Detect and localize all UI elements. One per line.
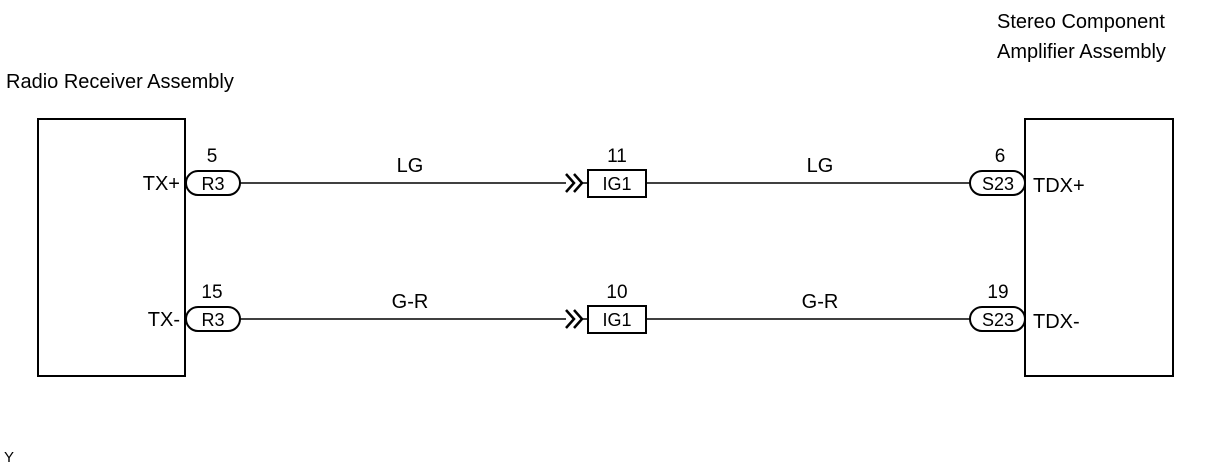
- wire-color-left: LG: [397, 155, 424, 177]
- junction-connector-label: IG1: [602, 174, 631, 194]
- right-component-title-line1: Stereo Component: [997, 11, 1165, 33]
- left-pin-number: 15: [201, 282, 222, 303]
- left-terminal-label: TX-: [148, 309, 180, 331]
- right-connector-shape: [969, 306, 1026, 332]
- left-terminal-label: TX+: [143, 173, 180, 195]
- inline-connector-chevron-icon: [565, 173, 584, 193]
- wire-row-1: TX+ 5 R3 LG 11 IG1 LG 6 S23 TDX+: [143, 146, 1085, 198]
- left-pin-number: 5: [207, 146, 218, 167]
- right-terminal-label: TDX-: [1033, 311, 1080, 333]
- right-component-title-line2: Amplifier Assembly: [997, 41, 1166, 63]
- wire-row-2: TX- 15 R3 G-R 10 IG1 G-R 19 S23 TDX-: [148, 282, 1080, 334]
- junction-connector-label: IG1: [602, 310, 631, 330]
- wire-color-right: LG: [807, 155, 834, 177]
- left-component-title: Radio Receiver Assembly: [6, 71, 234, 93]
- wire-color-left: G-R: [392, 291, 429, 313]
- right-pin-number: 6: [995, 146, 1006, 167]
- right-terminal-label: TDX+: [1033, 175, 1085, 197]
- amplifier-box: [1024, 118, 1174, 377]
- right-pin-number: 19: [987, 282, 1008, 303]
- left-connector-label: R3: [201, 310, 224, 330]
- junction-pin-number: 11: [607, 146, 627, 167]
- wire-color-right: G-R: [802, 291, 839, 313]
- diagram-code: Y: [4, 449, 14, 466]
- inline-connector-chevron-icon: [565, 309, 584, 329]
- left-connector-label: R3: [201, 174, 224, 194]
- radio-receiver-box: [37, 118, 186, 377]
- right-connector-label: S23: [982, 174, 1014, 194]
- right-connector-label: S23: [982, 310, 1014, 330]
- junction-pin-number: 10: [606, 282, 627, 303]
- right-connector-shape: [969, 170, 1026, 196]
